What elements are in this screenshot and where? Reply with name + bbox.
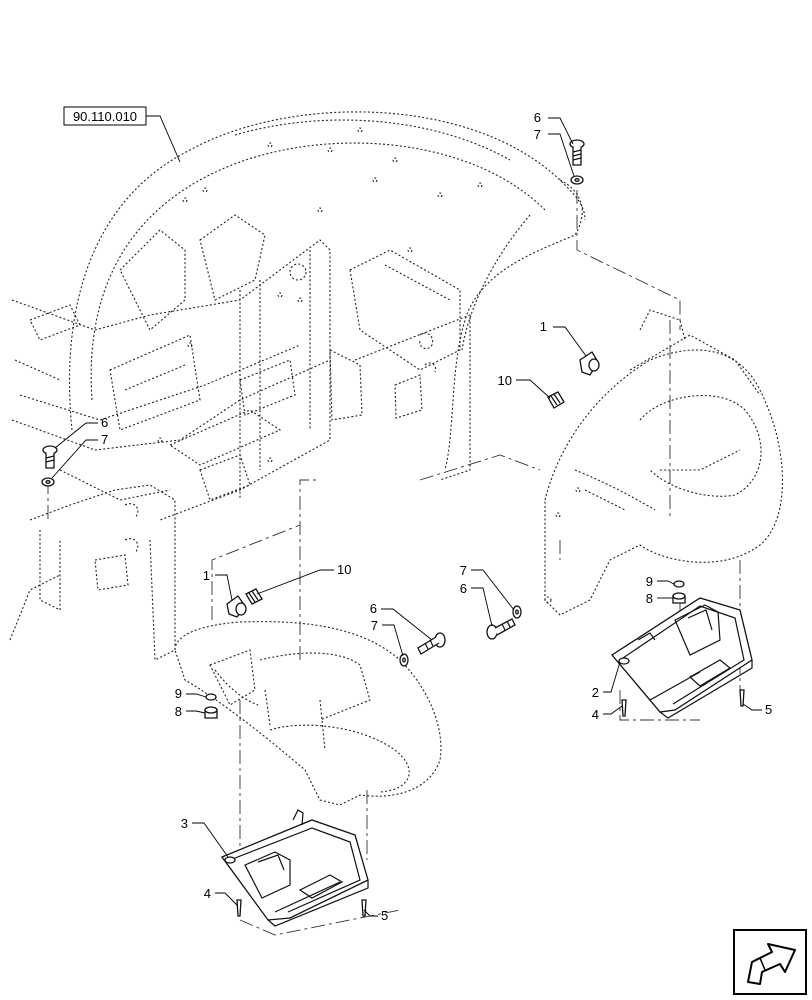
bolt-6-left[interactable] xyxy=(42,445,58,469)
callout-4: 4 xyxy=(204,886,211,901)
callout-10: 10 xyxy=(498,373,512,388)
clip-10-mid[interactable] xyxy=(245,588,263,605)
grommet-1-right[interactable] xyxy=(579,351,600,376)
nut-8-left[interactable] xyxy=(204,706,218,719)
reference-leader xyxy=(146,115,181,163)
washer-7-mid[interactable] xyxy=(399,653,409,667)
left-rear-fender-phantom xyxy=(174,621,442,806)
callout-3: 3 xyxy=(181,816,188,831)
grommet-1-mid[interactable] xyxy=(226,595,247,618)
callout-6: 6 xyxy=(460,581,467,596)
reference-label: 90.110.010 xyxy=(73,109,137,124)
leader-lines xyxy=(51,117,762,917)
washer-7-top[interactable] xyxy=(570,175,584,185)
callout-6: 6 xyxy=(534,110,541,125)
callout-1: 1 xyxy=(203,568,210,583)
bolt-6-mid[interactable] xyxy=(417,632,446,655)
callout-5: 5 xyxy=(765,702,772,717)
callout-2: 2 xyxy=(592,685,599,700)
screw-4-right[interactable] xyxy=(621,699,627,717)
screw-5-left[interactable] xyxy=(361,899,367,917)
callout-7: 7 xyxy=(534,127,541,142)
assembly-centerlines xyxy=(47,190,741,936)
washer-7-midr[interactable] xyxy=(512,605,522,619)
washer-9-right[interactable] xyxy=(673,580,685,588)
callout-8: 8 xyxy=(646,591,653,606)
step-bracket-3[interactable] xyxy=(220,809,369,927)
callout-8: 8 xyxy=(175,704,182,719)
nut-8-right[interactable] xyxy=(672,592,686,604)
washer-9-left[interactable] xyxy=(205,693,217,701)
next-page-arrow-icon[interactable] xyxy=(733,929,807,995)
callout-labels: 6 7 1 10 6 7 1 10 6 7 7 6 9 8 2 4 5 9 8 … xyxy=(101,110,772,923)
callout-9: 9 xyxy=(175,686,182,701)
callout-10: 10 xyxy=(337,562,351,577)
callout-1: 1 xyxy=(540,319,547,334)
callout-4: 4 xyxy=(592,707,599,722)
clip-10-right[interactable] xyxy=(547,391,565,409)
bolt-6-top[interactable] xyxy=(569,139,585,166)
screw-5-right[interactable] xyxy=(739,689,745,707)
fender-assembly-phantom xyxy=(9,111,586,661)
washer-7-left[interactable] xyxy=(41,477,55,487)
callout-6: 6 xyxy=(101,415,108,430)
callout-7: 7 xyxy=(460,563,467,578)
callout-5: 5 xyxy=(381,908,388,923)
reference-box[interactable]: 90.110.010 xyxy=(63,106,147,126)
step-bracket-2[interactable] xyxy=(611,597,753,719)
callout-7: 7 xyxy=(371,618,378,633)
right-rear-fender-phantom xyxy=(544,309,784,616)
screw-4-left[interactable] xyxy=(236,899,242,917)
callout-6: 6 xyxy=(370,601,377,616)
callout-7: 7 xyxy=(101,432,108,447)
callout-9: 9 xyxy=(646,574,653,589)
